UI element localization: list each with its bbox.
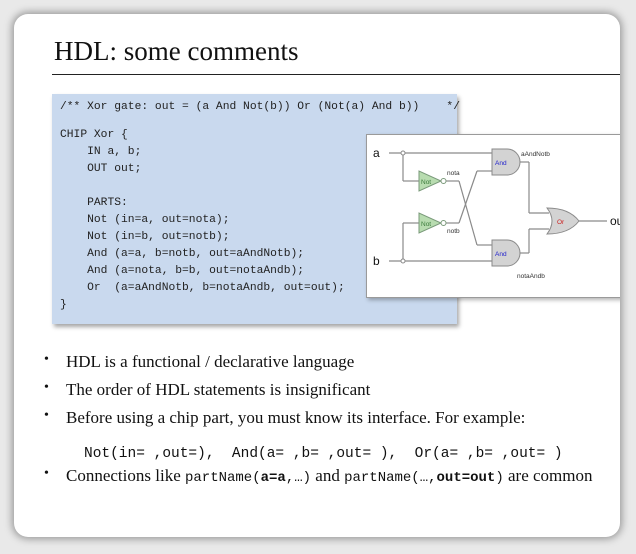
slide-title: HDL: some comments — [54, 36, 299, 66]
code-part: ) — [495, 470, 504, 486]
and-gate-2-label: And — [495, 251, 507, 258]
slide: HDL: some comments /** Xor gate: out = (… — [14, 14, 620, 537]
code-snippet: partName(a=a,…) — [185, 470, 311, 486]
and-gate-1 — [491, 148, 521, 176]
code-line: And (a=nota, b=b, out=notaAndb); — [60, 265, 305, 277]
input-a-label: a — [373, 146, 380, 160]
not-gate-1 — [418, 170, 447, 192]
not-gate-2-label: Not — [421, 221, 431, 228]
bullet-text: HDL is a functional / declarative langua… — [66, 352, 355, 371]
code-line: Or (a=aAndNotb, b=notaAndb, out=out); — [60, 282, 345, 294]
bullet-text-part: Connections like — [66, 466, 185, 485]
bullet-dot: • — [44, 352, 49, 367]
or-gate — [545, 207, 580, 235]
junction-b — [400, 258, 406, 264]
bullet-text: The order of HDL statements is insignifi… — [66, 380, 371, 399]
code-part: partName(…, — [344, 470, 437, 486]
code-snippet: partName(…,out=out) — [344, 470, 504, 486]
code-line: /** Xor gate: out = (a And Not(b)) Or (N… — [60, 101, 460, 113]
code-line: PARTS: — [60, 197, 128, 209]
code-line: OUT out; — [60, 163, 142, 175]
junction-a — [400, 150, 406, 156]
interface-example: Not(in= ,out=), And(a= ,b= ,out= ), Or(a… — [84, 446, 563, 462]
bullet-dot: • — [44, 466, 49, 481]
not-gate-2 — [418, 212, 447, 234]
code-part-bold: out=out — [436, 470, 496, 486]
and-gate-2 — [491, 239, 521, 267]
code-line: And (a=a, b=notb, out=aAndNotb); — [60, 248, 305, 260]
code-part: partName( — [184, 470, 261, 486]
code-line: Not (in=a, out=nota); — [60, 214, 230, 226]
wire-nota-label: nota — [447, 170, 460, 177]
code-line: } — [60, 299, 67, 311]
not-gate-1-label: Not — [421, 179, 431, 186]
bullet-text-part: are common — [503, 466, 593, 485]
wire-aandnotb-label: aAndNotb — [521, 151, 550, 158]
and-gate-1-label: And — [495, 160, 507, 167]
code-line: IN a, b; — [60, 146, 142, 158]
input-b-label: b — [373, 254, 380, 268]
bullet-dot: • — [44, 408, 49, 423]
bullet-text: Before using a chip part, you must know … — [66, 408, 526, 427]
title-underline — [52, 74, 620, 75]
wire-notaandb-label: notaAndb — [517, 273, 545, 280]
code-line: Not (in=b, out=notb); — [60, 231, 230, 243]
or-gate-label: Or — [557, 219, 565, 226]
code-part: ,…) — [285, 470, 312, 486]
wire-notb-label: notb — [447, 228, 460, 235]
code-part-bold: a=a — [260, 470, 286, 486]
bullet-text-part: and — [311, 466, 345, 485]
code-line: CHIP Xor { — [60, 129, 128, 141]
bullet-dot: • — [44, 380, 49, 395]
bullet-text: Connections like partName(a=a,…) and par… — [66, 466, 592, 486]
xor-circuit-diagram: a b out Not Not And And Or nota notb aAn… — [366, 134, 620, 298]
output-label: out — [610, 214, 620, 228]
